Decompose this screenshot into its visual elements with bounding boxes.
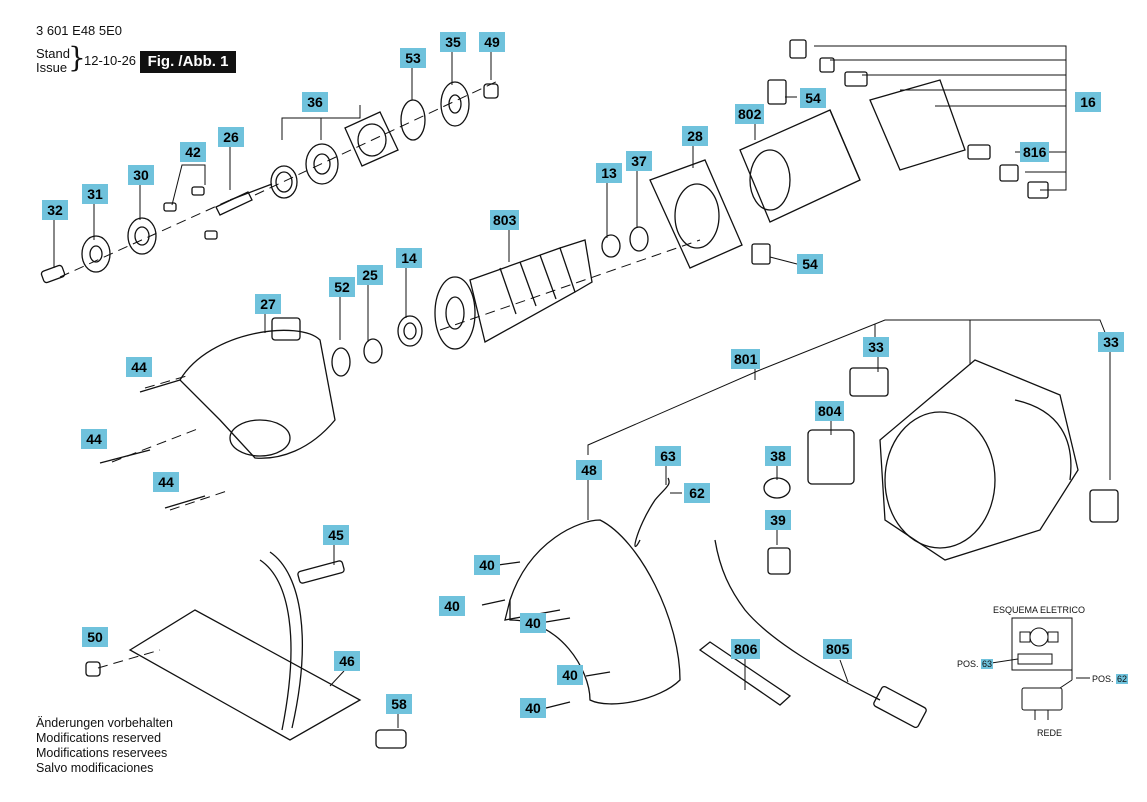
schematic-pos-left: POS. 63 (957, 659, 994, 670)
leader-lines (53, 45, 1113, 728)
callout-25: 25 (357, 265, 383, 285)
note-de: Änderungen vorbehalten (36, 716, 173, 730)
blade-guard (99, 317, 336, 509)
callout-804: 804 (815, 401, 845, 421)
callout-53: 53 (400, 48, 426, 68)
callout-54-bottom: 54 (797, 254, 823, 274)
callout-44-c: 44 (153, 472, 179, 492)
callout-816: 816 (1020, 142, 1050, 162)
callout-16: 16 (1075, 92, 1101, 112)
callout-37: 37 (626, 151, 652, 171)
armature-assembly (331, 226, 649, 377)
callout-63: 63 (655, 446, 681, 466)
callout-27: 27 (255, 294, 281, 314)
pos-right-prefix: POS. (1092, 674, 1114, 684)
schematic-title: ESQUEMA ELETRICO (993, 605, 1086, 615)
callout-48: 48 (576, 460, 602, 480)
callout-32: 32 (42, 200, 68, 220)
callout-40-e: 40 (520, 698, 546, 718)
callout-26: 26 (218, 127, 244, 147)
upper-shaft-parts (40, 81, 499, 284)
callout-28: 28 (682, 126, 708, 146)
callout-40-d: 40 (557, 665, 583, 685)
callout-46: 46 (334, 651, 360, 671)
callout-62: 62 (684, 483, 710, 503)
handle-assembly (481, 477, 681, 709)
note-en: Modifications reserved (36, 731, 162, 745)
stator-assembly (649, 79, 861, 269)
callout-38: 38 (765, 446, 791, 466)
callout-33-a: 33 (863, 337, 889, 357)
schematic-rede-label: REDE (1037, 728, 1063, 738)
note-es: Salvo modificaciones (36, 761, 154, 775)
schematic-pos-right: POS. 62 (1092, 674, 1129, 685)
brush-holder-parts (789, 39, 1049, 199)
issue-label: Issue (36, 60, 68, 75)
callout-40-b: 40 (439, 596, 465, 616)
pos-right-number: 62 (1116, 674, 1129, 684)
callout-805: 805 (823, 639, 853, 659)
callout-13: 13 (596, 163, 622, 183)
callout-14: 14 (396, 248, 422, 268)
callout-42: 42 (180, 142, 206, 162)
motor-housing (763, 359, 1119, 575)
note-fr: Modifications reservees (36, 746, 168, 760)
callout-40-c: 40 (520, 613, 546, 633)
issue-date: 12-10-26 (84, 53, 137, 68)
figure-label: Fig. /Abb. 1 (140, 51, 236, 73)
callout-35: 35 (440, 32, 466, 52)
callout-806: 806 (731, 639, 761, 659)
base-plate (85, 551, 407, 749)
callout-44-b: 44 (81, 429, 107, 449)
electrical-schematic (984, 617, 1090, 720)
callout-802: 802 (735, 104, 765, 124)
callout-30: 30 (128, 165, 154, 185)
callout-58: 58 (386, 694, 412, 714)
brace: } (68, 41, 86, 74)
callout-54-top: 54 (800, 88, 826, 108)
callout-52: 52 (329, 277, 355, 297)
stand-label: Stand (36, 46, 70, 61)
callout-39: 39 (765, 510, 791, 530)
pos-left-number: 63 (981, 659, 994, 669)
callout-44-a: 44 (126, 357, 152, 377)
document-number: 3 601 E48 5E0 (36, 23, 123, 38)
pos-left-prefix: POS. (957, 659, 979, 669)
callout-40-a: 40 (474, 555, 500, 575)
callout-803: 803 (490, 210, 520, 230)
callout-33-b: 33 (1098, 332, 1124, 352)
callout-45: 45 (323, 525, 349, 545)
callout-50: 50 (82, 627, 108, 647)
callout-36: 36 (302, 92, 328, 112)
cable-and-tube (698, 539, 927, 729)
callout-801: 801 (731, 349, 761, 369)
callout-31: 31 (82, 184, 108, 204)
callout-49: 49 (479, 32, 505, 52)
